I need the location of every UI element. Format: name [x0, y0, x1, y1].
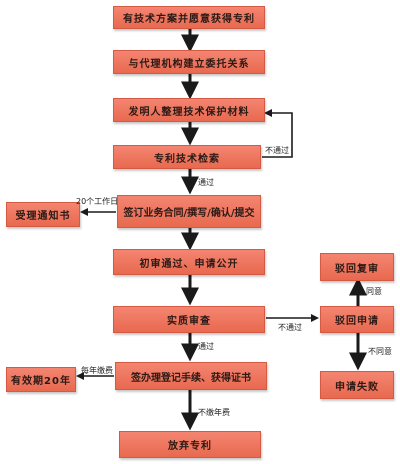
label-not-pass-exam: 不通过 [278, 323, 302, 332]
label-annual-fee: 每年缴费 [81, 366, 113, 375]
side-rejection: 驳回申请 [320, 306, 394, 333]
label-agree: 同意 [366, 287, 382, 296]
step-prepare-materials: 发明人整理技术保护材料 [113, 98, 265, 122]
side-acceptance-notice: 受理通知书 [6, 202, 80, 227]
label-pass-search: 通过 [198, 178, 214, 187]
side-validity-20-years: 有效期20年 [6, 367, 76, 392]
arrow-n4-n3-loop [262, 109, 293, 158]
step-abandon-patent: 放弃专利 [119, 431, 261, 458]
label-20-workdays: 20个工作日 [76, 197, 119, 206]
step-preliminary-exam: 初审通过、申请公开 [113, 249, 265, 275]
step-patent-search: 专利技术检索 [113, 145, 261, 169]
step-sign-submit: 签订业务合同/撰写/确认/提交 [117, 195, 261, 228]
side-reexamination: 驳回复审 [320, 253, 394, 281]
side-application-failed: 申请失败 [320, 371, 394, 399]
label-not-pass-search: 不通过 [265, 146, 289, 155]
label-no-annual-fee: 不缴年费 [198, 408, 230, 417]
step-agency-contract: 与代理机构建立委托关系 [113, 50, 265, 74]
label-pass-exam: 通过 [198, 342, 214, 351]
step-substantive-exam: 实质审查 [113, 306, 265, 333]
step-has-tech-plan: 有技术方案并愿意获得专利 [113, 6, 265, 29]
step-registration: 签办理登记手续、获得证书 [115, 362, 267, 390]
label-disagree: 不同意 [368, 347, 392, 356]
